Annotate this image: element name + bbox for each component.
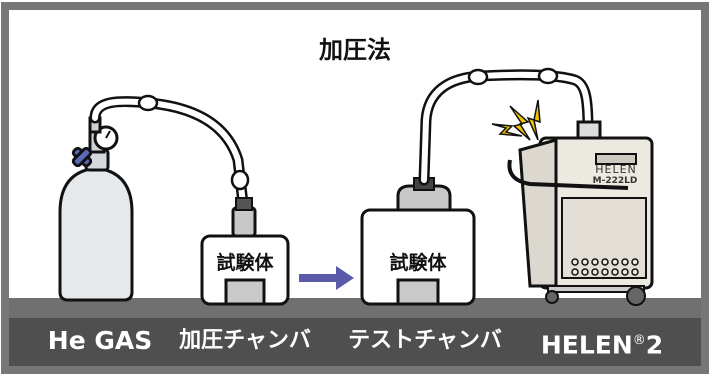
caption-helen-number: 2 bbox=[645, 330, 664, 360]
machine-brand-label: HELEN bbox=[595, 163, 637, 176]
registered-mark: ® bbox=[632, 333, 646, 348]
caption-helen-brand: HELEN bbox=[540, 330, 633, 360]
page-title: 加圧法 bbox=[319, 36, 391, 64]
caption-test-chamber: テストチャンバ bbox=[348, 328, 502, 353]
spark-icon bbox=[491, 99, 541, 141]
test-chamber bbox=[360, 177, 476, 306]
test-chamber-label: 試験体 bbox=[389, 252, 447, 274]
caption-helen: HELEN®2 bbox=[532, 318, 672, 364]
arrow-icon bbox=[299, 266, 354, 290]
ground-band bbox=[9, 298, 701, 318]
valve-handle-icon bbox=[71, 146, 93, 168]
vent-grid bbox=[571, 258, 639, 276]
pressure-chamber bbox=[200, 197, 290, 306]
caption-he-gas: He GAS bbox=[47, 326, 153, 355]
hose-2 bbox=[418, 67, 594, 186]
he-gas-cylinder bbox=[58, 116, 134, 302]
machine-model-label: M-222LD bbox=[592, 176, 638, 186]
pressure-chamber-label: 試験体 bbox=[216, 252, 274, 274]
footer-band bbox=[9, 318, 701, 366]
hose-1 bbox=[89, 94, 250, 218]
caption-pressure-chamber: 加圧チャンバ bbox=[179, 328, 311, 353]
helen-machine bbox=[507, 120, 654, 306]
